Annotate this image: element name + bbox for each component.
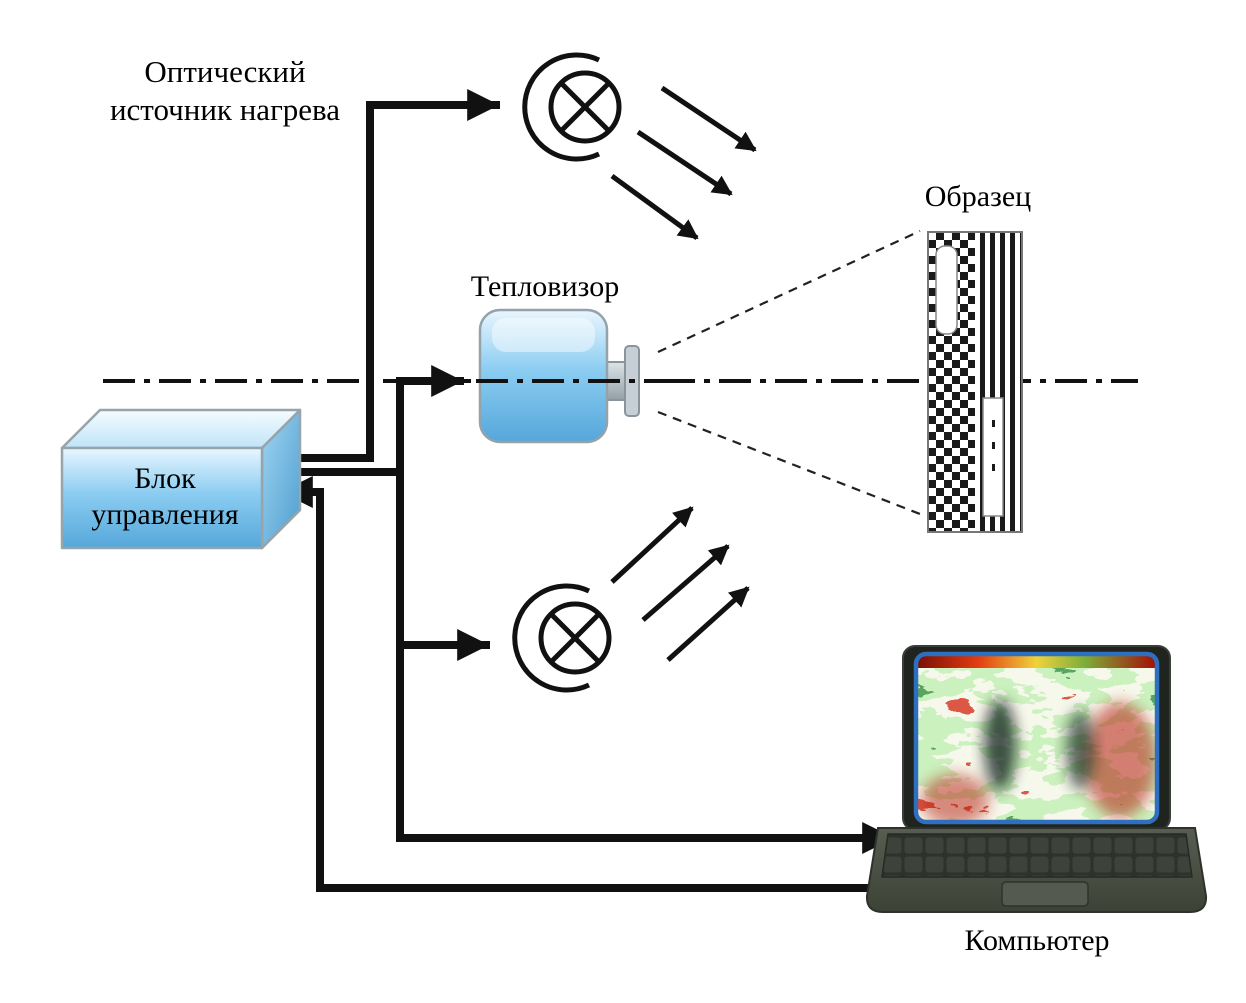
laptop-computer-icon <box>865 645 1208 913</box>
control-wires <box>279 89 897 892</box>
laptop-keyboard <box>881 833 1193 878</box>
sample-insert-marks <box>992 420 995 471</box>
optical-source-label-line1: Оптический <box>144 54 305 89</box>
optical-source-label-line2: источник нагрева <box>110 92 340 127</box>
field-of-view-lines <box>657 230 921 516</box>
heat-lamp-bottom-icon <box>512 583 612 693</box>
sample-insert-top <box>935 245 958 335</box>
lamp-reflector-arc <box>512 583 591 693</box>
wire-to-top-lamp <box>284 89 500 462</box>
control-unit-label-line1: Блок <box>134 462 196 495</box>
thermal-scale-strip <box>918 656 1155 668</box>
heat-lamp-top-icon <box>522 52 622 162</box>
thermal-camera-icon <box>478 308 640 444</box>
lamp-reflector-arc <box>522 52 601 162</box>
wire-return-from-laptop <box>280 476 897 892</box>
control-unit-top-face <box>60 408 302 450</box>
sample-label: Образец <box>925 180 1031 213</box>
sample-insert-bottom <box>982 397 1004 517</box>
laptop-thermal-image <box>918 656 1155 820</box>
laptop-touchpad <box>1001 881 1089 907</box>
wire-riser-to-laptop <box>396 466 895 854</box>
thermal-imager-label: Тепловизор <box>471 270 619 303</box>
camera-body <box>478 308 609 444</box>
control-unit-label-line2: управления <box>91 498 239 531</box>
radiation-arrows-top <box>610 85 757 241</box>
control-unit-front-face <box>60 446 264 550</box>
sample-frame <box>927 231 1023 533</box>
control-unit-box-icon <box>60 408 302 550</box>
test-sample-icon <box>927 231 1023 533</box>
computer-label: Компьютер <box>964 924 1109 957</box>
camera-body-highlight <box>492 318 595 352</box>
laptop-screen-rim <box>913 651 1160 825</box>
radiation-arrows-bottom <box>610 506 750 662</box>
